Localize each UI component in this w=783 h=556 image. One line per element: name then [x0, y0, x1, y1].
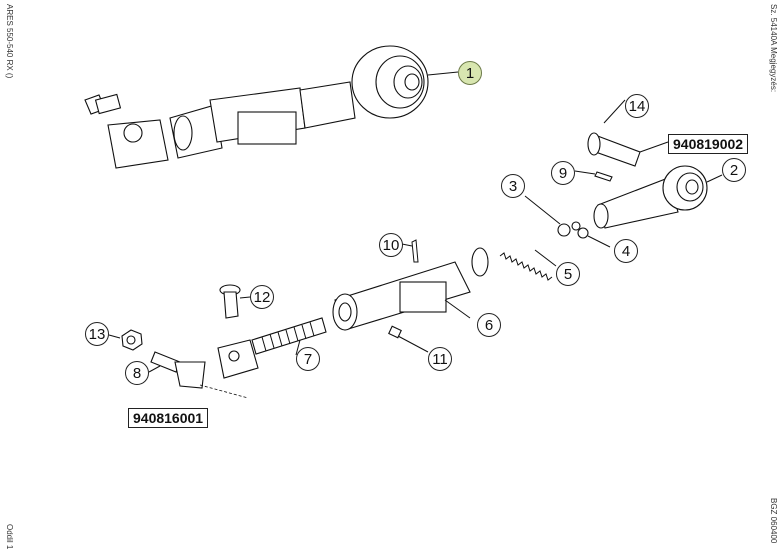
threaded-rod-7-shape	[217, 317, 327, 379]
callout-1[interactable]: 1	[458, 61, 482, 85]
part-number-940819002[interactable]: 940819002	[668, 134, 749, 154]
clip-10-shape	[401, 239, 419, 263]
callout-5[interactable]: 5	[556, 262, 580, 286]
tube-6-shape	[332, 247, 489, 331]
spring-5-shape	[499, 249, 557, 281]
top-link-assembly	[84, 45, 459, 169]
callout-3[interactable]: 3	[501, 174, 525, 198]
callout-6[interactable]: 6	[477, 313, 501, 337]
ball-joint-2-shape	[593, 165, 723, 229]
callout-14[interactable]: 14	[625, 94, 649, 118]
callout-11[interactable]: 11	[428, 347, 452, 371]
nut-13-shape	[108, 329, 143, 351]
eye-bolt-8-shape	[148, 351, 249, 399]
callout-8[interactable]: 8	[125, 361, 149, 385]
callout-9[interactable]: 9	[551, 161, 575, 185]
pin-14-shape	[587, 99, 669, 167]
margin-text-left-top: ARES 550-540 RX ()	[5, 4, 14, 79]
pin-12-shape	[219, 284, 251, 319]
grease-fitting-11-shape	[388, 325, 429, 353]
margin-text-right-bottom: BGZ 060400	[769, 498, 778, 544]
callout-2[interactable]: 2	[722, 158, 746, 182]
callout-13[interactable]: 13	[85, 322, 109, 346]
margin-text-left-bottom: Oddil 1	[5, 524, 14, 550]
callout-10[interactable]: 10	[379, 233, 403, 257]
callout-4[interactable]: 4	[614, 239, 638, 263]
margin-text-right-top: Sz. 54140A Megjegyzés:	[769, 4, 778, 93]
pin-9-shape	[574, 170, 613, 182]
callout-12[interactable]: 12	[250, 285, 274, 309]
nut-3-and-4-shapes	[524, 195, 611, 248]
callout-7[interactable]: 7	[296, 347, 320, 371]
part-number-940816001[interactable]: 940816001	[128, 408, 209, 428]
